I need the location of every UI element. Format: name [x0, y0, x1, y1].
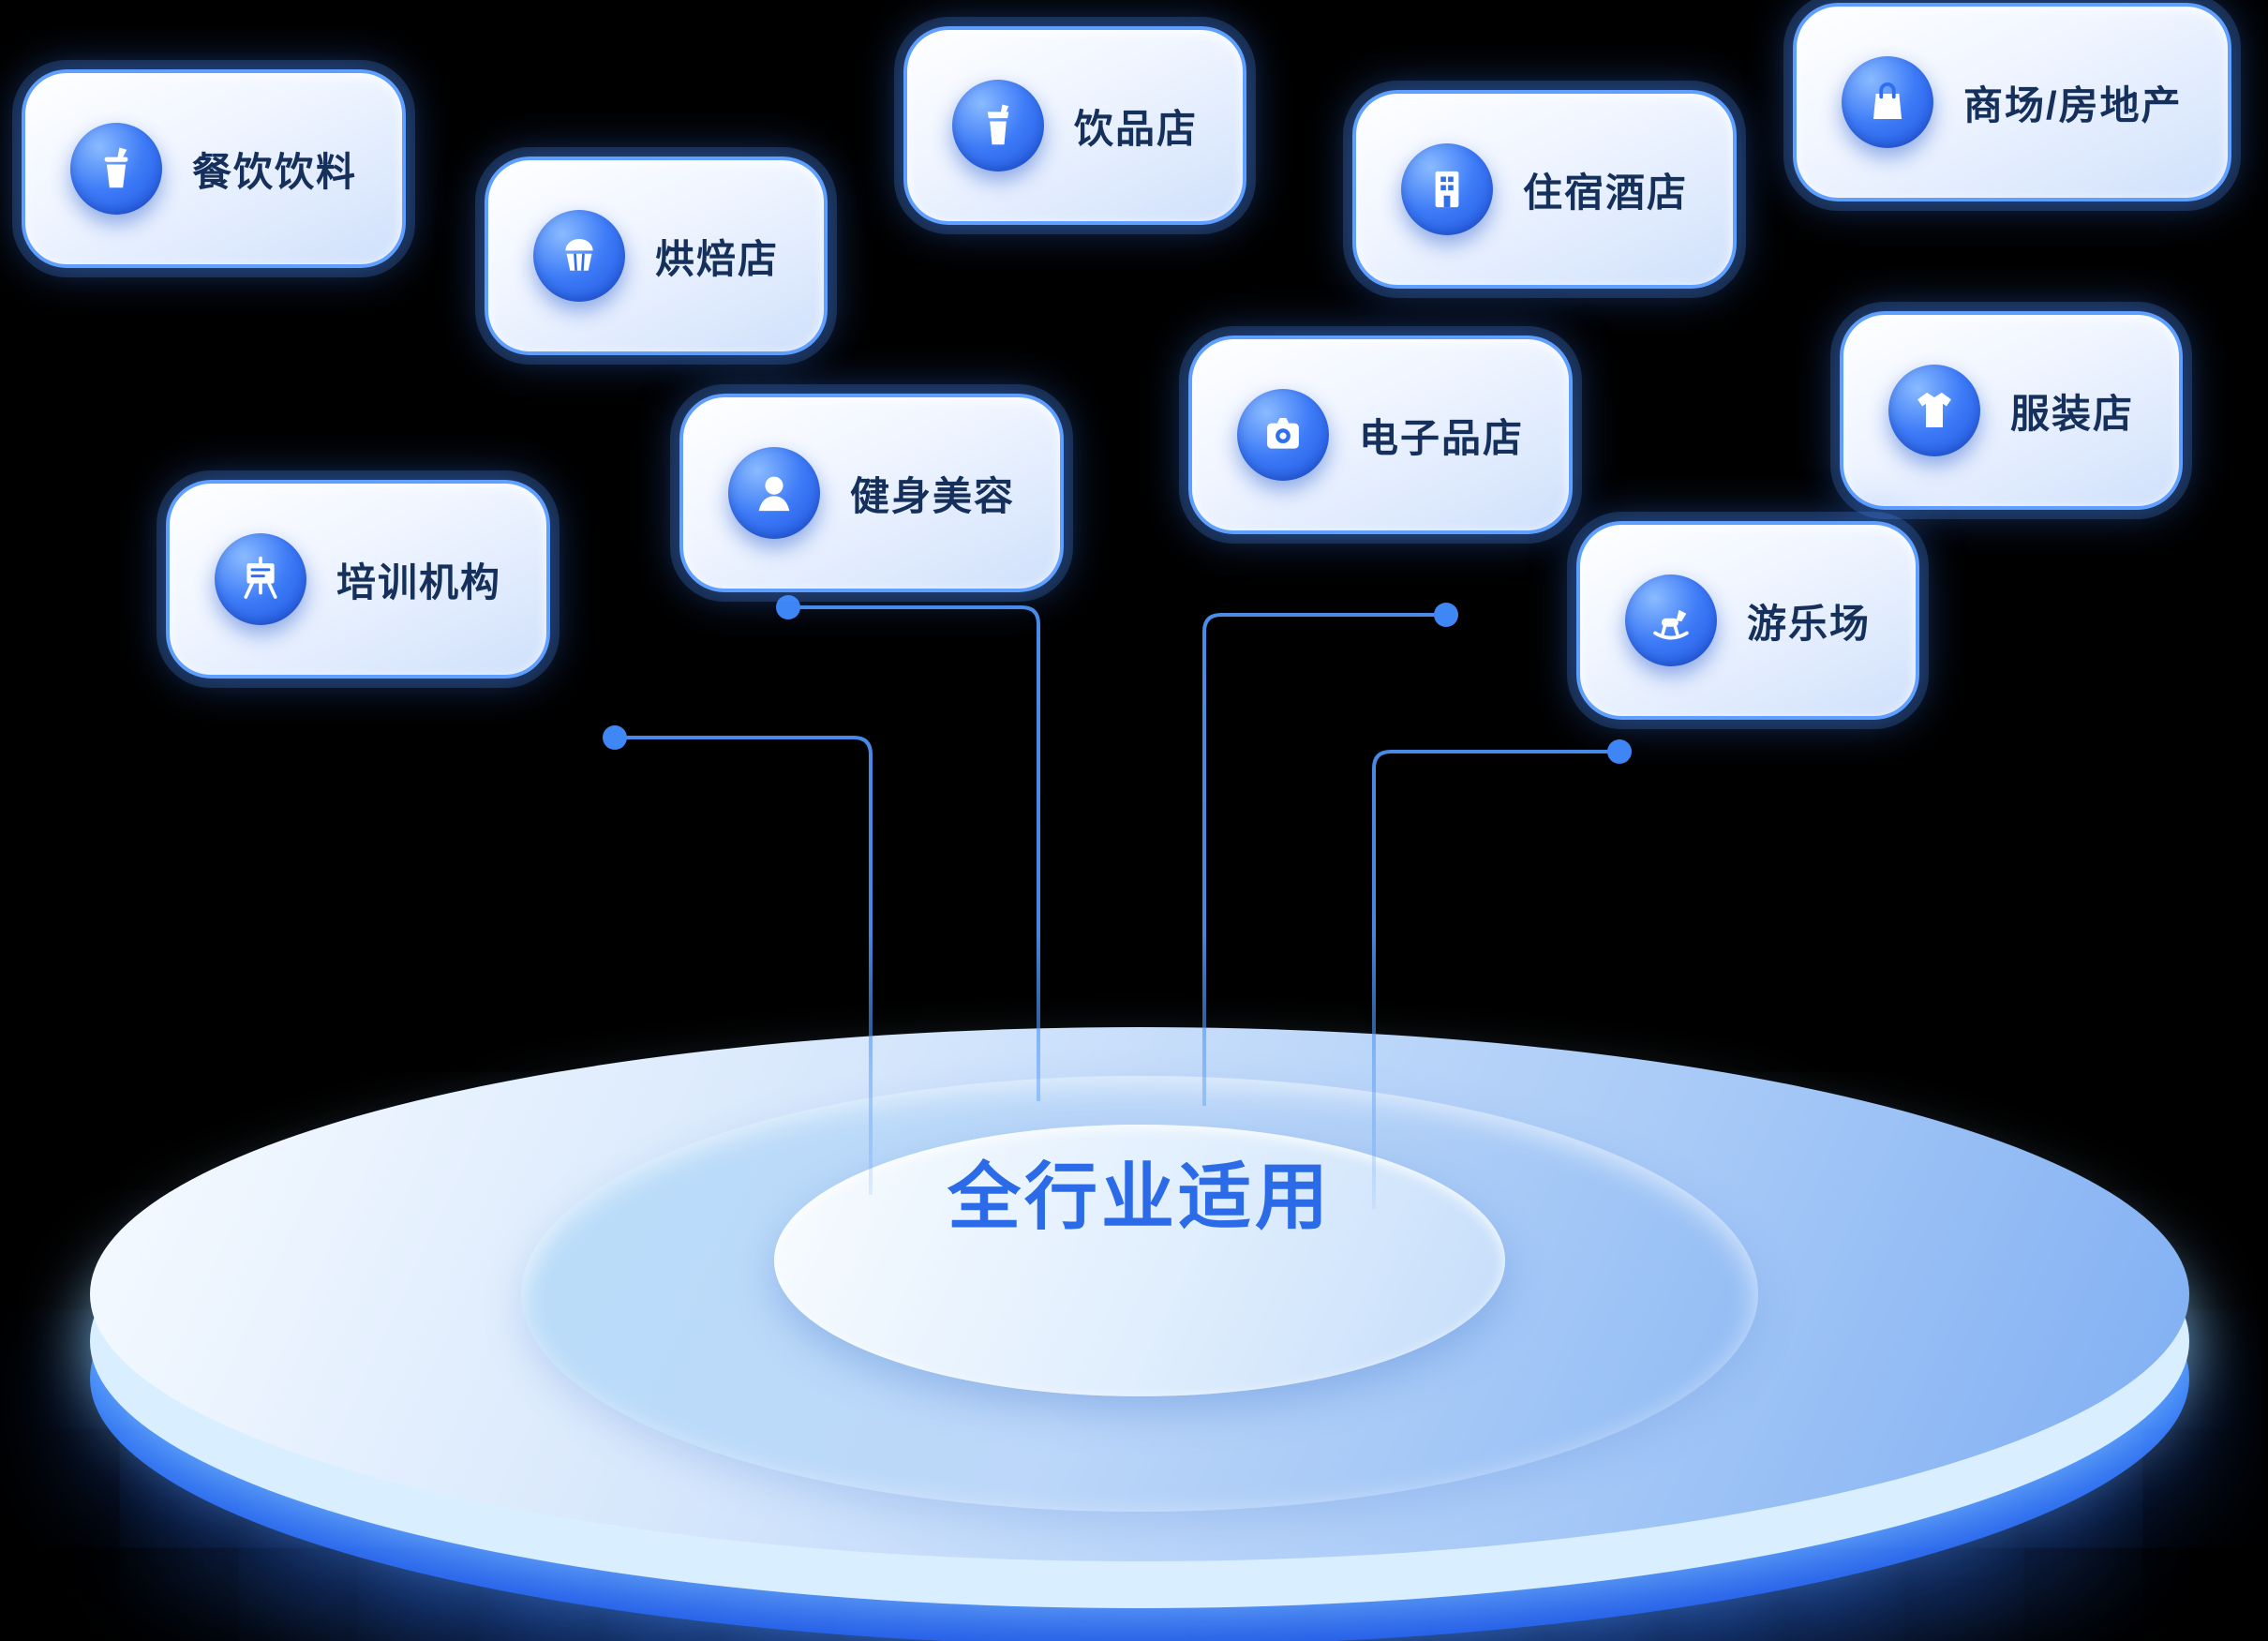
connector-line: [788, 605, 1040, 1101]
connector-line: [1202, 613, 1446, 1106]
industry-badge-drink-shop: 饮品店: [903, 26, 1247, 225]
industry-badge-training: 培训机构: [166, 480, 551, 679]
training-easel-icon: [215, 533, 306, 625]
drink-shop-icon: [952, 80, 1044, 172]
industry-label: 饮品店: [1074, 106, 1199, 151]
disc-center-plateau: 全行业适用: [774, 1125, 1505, 1396]
clothing-icon: [1888, 365, 1980, 456]
industry-label: 电子品店: [1359, 415, 1525, 460]
industry-badge-playground: 游乐场: [1576, 521, 1920, 720]
industry-label: 商场/房地产: [1963, 82, 2183, 127]
connector-dot: [603, 725, 627, 750]
industry-label: 餐饮饮料: [192, 149, 358, 194]
platform-title: 全行业适用: [947, 1156, 1332, 1238]
industry-label: 服装店: [2010, 391, 2135, 436]
fitness-beauty-icon: [728, 447, 820, 539]
industry-label: 游乐场: [1747, 601, 1872, 646]
industry-label: 培训机构: [336, 559, 502, 604]
connector-line: [1372, 750, 1619, 1209]
electronics-camera-icon: [1237, 389, 1329, 481]
industry-badge-electronics: 电子品店: [1188, 336, 1574, 534]
industry-badge-fitness-beauty: 健身美容: [679, 394, 1065, 592]
bakery-icon: [533, 210, 625, 302]
industry-label: 烘焙店: [655, 236, 780, 281]
industry-badge-hotel: 住宿酒店: [1352, 90, 1738, 289]
connector-dot: [776, 595, 800, 619]
industry-label: 住宿酒店: [1523, 170, 1689, 215]
industry-badge-bakery: 烘焙店: [485, 157, 828, 355]
industry-badge-food-beverage: 餐饮饮料: [22, 69, 407, 268]
industry-label: 健身美容: [850, 473, 1016, 518]
industry-badge-mall-realestate: 商场/房地产: [1793, 3, 2231, 201]
industry-badge-clothing: 服装店: [1840, 311, 2184, 510]
playground-horse-icon: [1625, 574, 1717, 666]
connector-dot: [1607, 739, 1632, 764]
hotel-icon: [1401, 143, 1493, 235]
connector-line: [615, 736, 873, 1195]
mall-realestate-icon: [1842, 56, 1933, 148]
connector-dot: [1434, 603, 1458, 627]
beverage-cup-icon: [70, 123, 162, 215]
